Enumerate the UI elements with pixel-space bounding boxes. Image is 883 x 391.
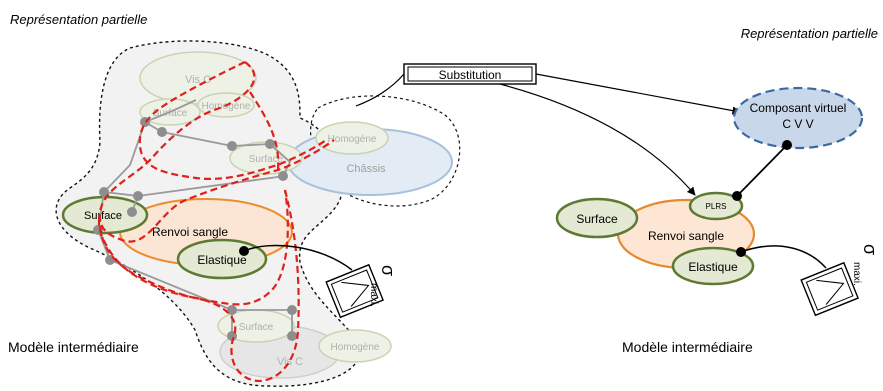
substitution-arrow-plrs [499, 83, 696, 196]
substitution-source-link [355, 73, 405, 107]
surface-bottom-label: Surface [239, 322, 274, 333]
homogene-bottom-ellipse [318, 329, 392, 363]
left-sigma-symbol: σ [378, 265, 398, 276]
cvv-label: C V V [782, 117, 813, 131]
right-maxi-label: maxi. [851, 262, 862, 286]
left-header: Représentation partielle [10, 12, 147, 27]
homogene-chassis-ellipse [315, 121, 389, 155]
cvv-joint [782, 140, 792, 150]
vis-c-bottom-label: Vis C [277, 356, 303, 368]
right-header: Représentation partielle [741, 26, 878, 41]
right-sigma-symbol: σ [860, 244, 880, 255]
plrs-cvv-link [736, 144, 788, 197]
right-sigma-sensor [800, 261, 859, 317]
grey-joint-dots [93, 117, 297, 341]
surface-top-label: Surface [153, 108, 188, 119]
elastique-right-label: Elastique [688, 260, 738, 274]
vis-c-top-label: Vis C [185, 74, 211, 86]
left-sensor-link [243, 244, 353, 271]
composant-virtuel-label: Composant virtuel [750, 101, 847, 115]
surface-right-label: Surface [576, 212, 618, 226]
plrs-label: PLRS [706, 202, 727, 211]
surface-mid-label: Surface [249, 154, 284, 165]
left-sensor-joint [239, 246, 249, 256]
substitution-arrow-cvv [535, 73, 741, 115]
elastique-right-ellipse [671, 246, 755, 286]
substitution-label: Substitution [439, 68, 502, 82]
left-maxi-label: maxi. [368, 283, 379, 307]
surface-right-ellipse [555, 197, 639, 239]
red-dashed-loops [97, 61, 335, 382]
right-sensor-joint [736, 247, 746, 257]
surface-left-label: Surface [84, 210, 122, 222]
right-sensor-link [740, 245, 827, 269]
renvoi-sangle-right-label: Renvoi sangle [648, 229, 724, 243]
surface-left-ellipse [61, 195, 149, 235]
composant-virtuel-ellipse [732, 86, 864, 150]
left-sigma-sensor [325, 263, 384, 319]
elastique-left-label: Elastique [197, 253, 247, 267]
right-footer: Modèle intermédiaire [622, 339, 753, 355]
homogene-bottom-label: Homogène [331, 342, 380, 353]
left-footer: Modèle intermédiaire [8, 339, 139, 355]
homogene-chassis-label: Homogène [328, 134, 377, 145]
plrs-joint [732, 191, 742, 201]
renvoi-sangle-left-label: Renvoi sangle [152, 225, 228, 239]
substitution-box-inner [407, 66, 533, 82]
plrs-ellipse [688, 191, 744, 221]
chassis-label: Châssis [346, 163, 386, 175]
